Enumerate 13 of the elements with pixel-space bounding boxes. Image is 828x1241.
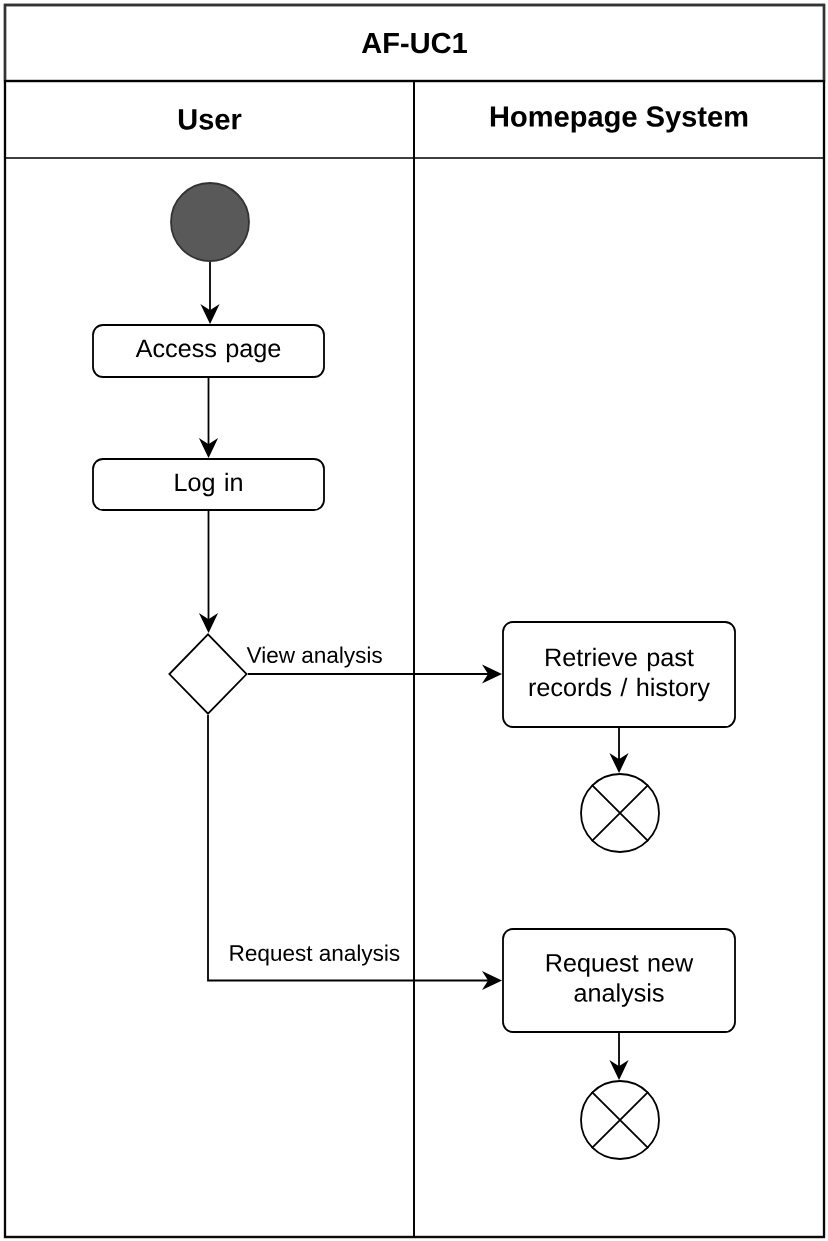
action-box: Request new analysis	[502, 928, 736, 1033]
crossed-circle	[580, 773, 660, 853]
filled-circle	[170, 182, 250, 262]
action-box: Log in	[92, 458, 325, 511]
pool-header: AF-UC1	[3, 3, 826, 83]
action-box: Retrieve past records / history	[502, 621, 736, 728]
lane-header: User	[4, 80, 415, 159]
decision-diamond	[168, 633, 248, 715]
edge-label: View analysis	[245, 645, 385, 669]
edge-label: Request analysis	[227, 943, 402, 967]
lane-header: Homepage System	[413, 80, 825, 159]
action-box: Access page	[92, 324, 325, 378]
crossed-circle	[580, 1080, 660, 1160]
